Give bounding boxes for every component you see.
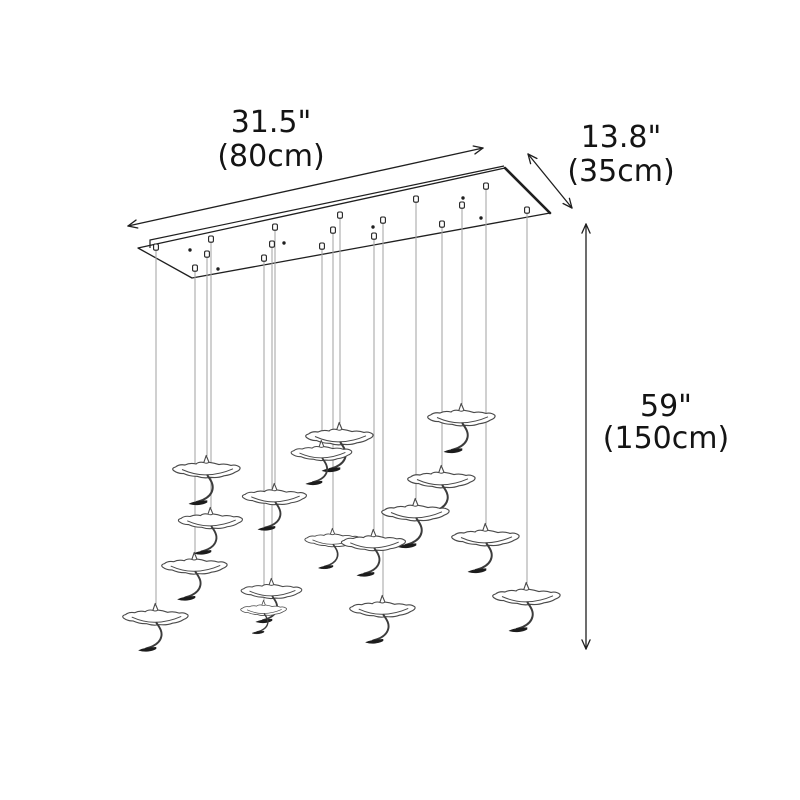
screw-dot — [216, 267, 220, 271]
lotus-leaf-shade — [241, 482, 308, 532]
lotus-leaf-shade — [121, 602, 190, 653]
lotus-leaf-shade — [426, 402, 497, 454]
cable-fittings — [153, 182, 530, 272]
lotus-leaf-shade — [348, 594, 417, 645]
height-dimension-inches: 59" — [640, 389, 692, 424]
lotus-leaf-shade — [240, 577, 303, 624]
height-dimension-arrow — [581, 223, 591, 650]
lotus-leaf-pendants — [121, 402, 562, 653]
screw-dot — [371, 225, 375, 229]
width-dimension-cm: (80cm) — [217, 139, 325, 174]
depth-dimension-arrow — [527, 153, 573, 209]
cable-fitting — [337, 211, 343, 219]
lotus-leaf-shade — [177, 506, 244, 556]
depth-dimension-cm: (35cm) — [567, 154, 675, 189]
depth-dimension-label: 13.8" (35cm) — [567, 121, 674, 189]
suspension-cables — [155, 189, 528, 604]
cable-fitting — [261, 254, 267, 262]
cable-fitting — [269, 240, 275, 248]
height-dimension-cm: (150cm) — [602, 421, 730, 456]
screw-dot — [282, 241, 286, 245]
cable-fitting — [192, 264, 198, 272]
cable-fitting — [439, 220, 445, 228]
lotus-leaf-shade — [239, 599, 288, 635]
width-dimension-arrow — [127, 145, 484, 229]
width-dimension-inches: 31.5" — [230, 105, 312, 140]
cable-fitting — [330, 226, 336, 234]
cable-fitting — [272, 223, 278, 231]
depth-dimension-inches: 13.8" — [580, 120, 662, 155]
lotus-leaf-shade — [160, 551, 229, 602]
cable-fitting — [483, 182, 489, 190]
cable-fitting — [524, 206, 530, 214]
cable-fitting — [459, 201, 465, 209]
lotus-leaf-shade — [450, 522, 521, 574]
ceiling-canopy — [137, 165, 552, 279]
width-dimension-label: 31.5" (80cm) — [217, 106, 324, 174]
lotus-leaf-shade — [304, 527, 361, 570]
lotus-leaf-shade — [491, 581, 562, 633]
cable-fitting — [371, 232, 377, 240]
cable-fitting — [380, 216, 386, 224]
cable-fitting — [153, 243, 159, 251]
cable-fitting — [208, 235, 214, 243]
screw-dot — [479, 216, 483, 220]
screw-dot — [461, 196, 465, 200]
cable-fitting — [204, 250, 210, 258]
cable-fitting — [413, 195, 419, 203]
height-dimension-label: 59" (150cm) — [603, 391, 729, 455]
lotus-leaf-shade — [171, 454, 242, 506]
cable-fitting — [319, 242, 325, 250]
screw-dot — [188, 248, 192, 252]
